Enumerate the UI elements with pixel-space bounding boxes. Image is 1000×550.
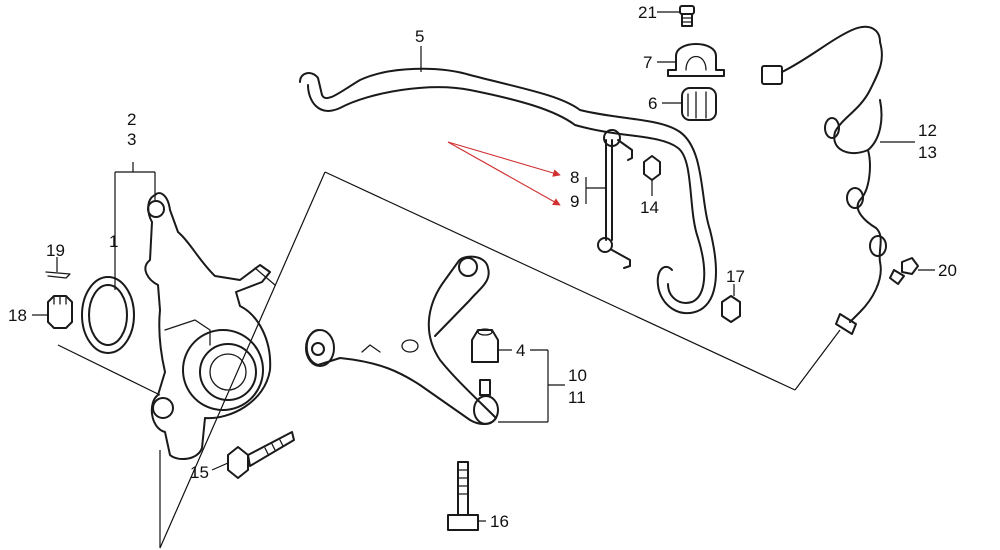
wheel-speed-sensor (761, 25, 887, 335)
callout-6: 6 (648, 94, 657, 113)
callout-14: 14 (640, 198, 659, 217)
callout-4: 4 (516, 341, 525, 360)
callout-11: 11 (568, 388, 586, 407)
link-nut (643, 155, 661, 181)
callout-20: 20 (938, 261, 957, 280)
callout-18: 18 (8, 306, 27, 325)
callout-7: 7 (643, 53, 652, 72)
callout-15: 15 (190, 463, 209, 482)
callout-8: 8 (570, 168, 579, 187)
callout-9: 9 (570, 192, 579, 211)
exploded-view-boundary (57, 171, 841, 549)
callout-13: 13 (918, 143, 937, 162)
cotter-pin (45, 271, 71, 279)
callout-5: 5 (415, 27, 424, 46)
callout-3: 3 (127, 130, 136, 149)
bracket-bolt (679, 5, 695, 27)
callout-17: 17 (726, 267, 745, 286)
snap-ring (81, 276, 135, 354)
mounting-bolt (447, 461, 479, 531)
ball-joint (473, 379, 499, 425)
callout-1: 1 (109, 232, 118, 251)
callout-labels: 2 3 1 19 18 5 21 7 6 8 9 14 17 12 13 20 … (8, 3, 957, 531)
steering-knuckle (144, 192, 276, 461)
link-lower-nut (721, 295, 741, 323)
callout-leaders (32, 11, 935, 522)
castle-nut (47, 295, 73, 329)
ball-joint-boot (471, 328, 499, 363)
lower-control-arm (305, 255, 497, 425)
callout-10: 10 (568, 366, 587, 385)
highlight-arrows (447, 141, 561, 206)
callout-2: 2 (127, 110, 136, 129)
callout-21: 21 (638, 3, 657, 22)
callout-19: 19 (46, 241, 65, 260)
stabilizer-link (597, 129, 633, 269)
stabilizer-bar (299, 67, 717, 315)
bushing-bracket (667, 43, 725, 77)
arm-bolt (227, 431, 295, 479)
callout-12: 12 (918, 121, 937, 140)
sensor-bolt (889, 257, 919, 285)
callout-16: 16 (490, 512, 509, 531)
stabilizer-bushing (681, 87, 717, 121)
